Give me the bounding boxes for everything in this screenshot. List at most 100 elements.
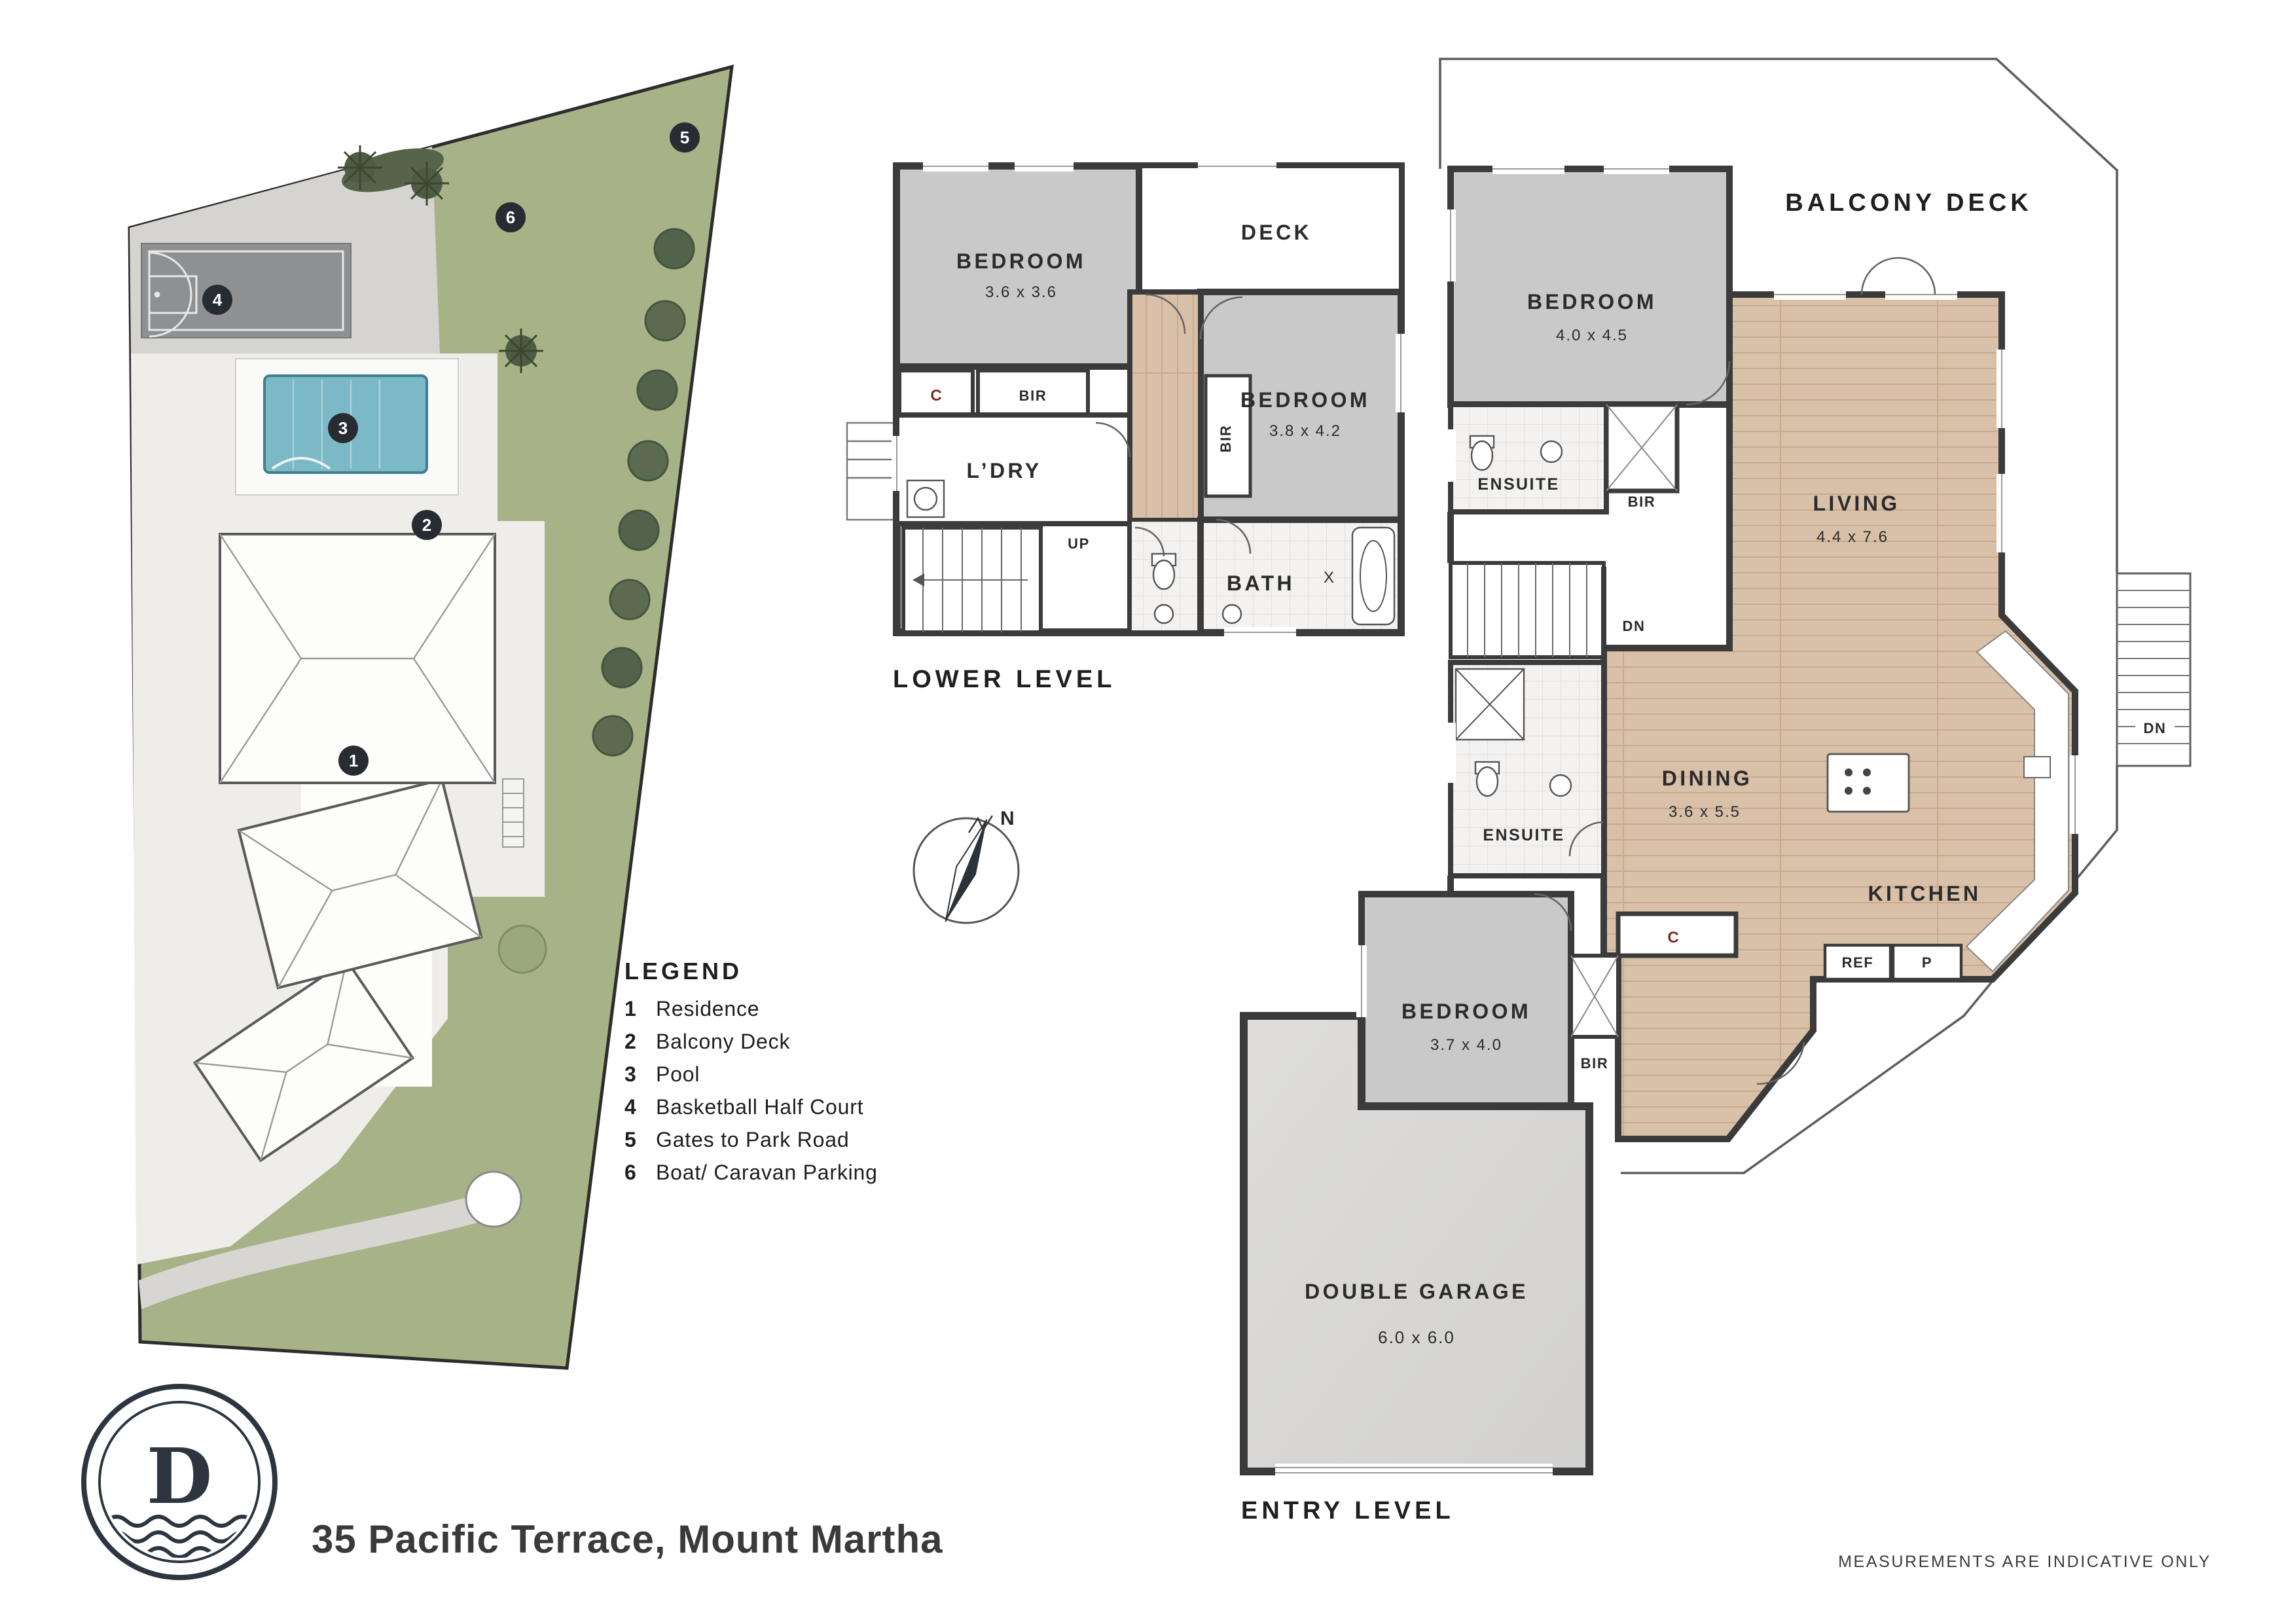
el-bir2-label: BIR (1581, 1055, 1609, 1072)
ll-windows (892, 161, 1406, 638)
el-bedroom4-dims: 3.7 x 4.0 (1430, 1036, 1502, 1054)
ll-bedroom1-dims: 3.6 x 3.6 (985, 283, 1057, 301)
boundary-trees (592, 228, 695, 757)
ll-stairs (901, 526, 1043, 634)
site-markers: 1 2 3 4 5 6 (202, 122, 700, 776)
ll-bedroom2-dims: 3.8 x 4.2 (1269, 422, 1341, 440)
ll-closet-c-label: C (930, 387, 941, 405)
ll-deck-label: DECK (1241, 221, 1312, 244)
balcony-deck-label: BALCONY DECK (1785, 189, 2032, 217)
ll-door-arcs (1095, 293, 1252, 557)
marker-5: 5 (670, 122, 700, 153)
pantry-box (1891, 943, 1963, 981)
balcony-deck-outline (1439, 58, 2118, 1174)
svg-text:3: 3 (338, 418, 348, 438)
ll-closet-c (897, 369, 975, 417)
svg-text:1: 1 (349, 751, 358, 770)
el-internal-stairs (1449, 561, 1606, 659)
el-dining-dims: 3.6 x 5.5 (1669, 803, 1741, 821)
ensuite-fixtures (1455, 435, 1572, 797)
el-ensuite2-label: ENSUITE (1483, 826, 1564, 844)
marker-6: 6 (496, 202, 526, 232)
el-ensuite1-label: ENSUITE (1477, 475, 1559, 494)
ll-closet-bir (976, 369, 1090, 417)
house-block-b (237, 778, 483, 990)
agency-logo: D (81, 1384, 278, 1580)
svg-text:4: 4 (213, 290, 223, 310)
el-bedroom4-label: BEDROOM (1401, 1000, 1531, 1023)
kitchen-fittings (1823, 630, 2069, 981)
house-block-a (219, 533, 496, 784)
site-plan: 1 2 3 4 5 6 (128, 64, 734, 1370)
pantry-label: P (1922, 954, 1932, 971)
house-steps (502, 778, 524, 848)
dn-outer-label: DN (2144, 720, 2167, 736)
ll-bedroom1-label: BEDROOM (956, 249, 1086, 273)
ref-box (1823, 943, 1892, 981)
disclaimer-text: MEASUREMENTS ARE INDICATIVE ONLY (1838, 1553, 2211, 1571)
el-living-label: LIVING (1813, 492, 1900, 515)
svg-text:5: 5 (680, 128, 689, 147)
el-bir1-label: BIR (1628, 494, 1656, 510)
el-kitchen-label: KITCHEN (1868, 882, 1981, 905)
marker-2: 2 (412, 510, 442, 540)
ll-robe-label: BIR (1218, 425, 1234, 453)
marker-1: 1 (338, 746, 369, 776)
marker-4: 4 (202, 285, 232, 315)
ll-bedroom1 (894, 163, 1142, 370)
ll-fixtures (906, 479, 1396, 626)
basketball-court (141, 243, 352, 338)
exterior-stairs: DN (2116, 572, 2192, 767)
legend-heading: LEGEND (624, 958, 743, 984)
entry-level-title: ENTRY LEVEL (1241, 1497, 1455, 1525)
el-closet-c-label: C (1667, 929, 1678, 947)
svg-text:6: 6 (506, 208, 515, 227)
lower-level-title: LOWER LEVEL (893, 666, 1115, 693)
ll-bedroom2-label: BEDROOM (1240, 388, 1370, 412)
el-door-arcs (1534, 257, 1936, 1085)
garden-path (139, 1189, 505, 1309)
el-bedroom3-label: BEDROOM (1527, 290, 1657, 314)
compass: N (913, 808, 1020, 924)
el-bedroom4 (1358, 891, 1574, 1110)
ll-porch (846, 422, 898, 521)
el-dining-label: DINING (1662, 767, 1752, 790)
el-bedroom3-dims: 4.0 x 4.5 (1556, 327, 1628, 344)
entry-level-plan: DN (1240, 58, 2192, 1525)
el-bir-box1 (1604, 402, 1680, 494)
ll-up-label: UP (1068, 535, 1090, 552)
round-tree (497, 924, 547, 974)
ll-closet-bir-label: BIR (1019, 388, 1047, 404)
residence-building (192, 533, 524, 1163)
el-living-dims: 4.4 x 7.6 (1816, 528, 1888, 546)
ll-laundry-label: L’DRY (966, 459, 1041, 482)
north-squiggle (967, 815, 994, 833)
el-bir-box2 (1569, 954, 1620, 1039)
palm-trees (338, 145, 543, 373)
marker-3: 3 (328, 413, 358, 443)
logo-letter: D (147, 1432, 213, 1521)
ll-bath-label: BATH (1227, 571, 1295, 595)
north-label: N (1000, 808, 1015, 829)
el-garage-label: DOUBLE GARAGE (1305, 1280, 1528, 1303)
ll-shower-x: X (1324, 569, 1334, 586)
el-garage-dims: 6.0 x 6.0 (1378, 1327, 1455, 1347)
el-windows (1275, 164, 2080, 1477)
compass-ring (913, 817, 1020, 924)
el-bedroom3 (1447, 166, 1733, 408)
trampoline (465, 1170, 522, 1228)
page-title: 35 Pacific Terrace, Mount Martha (312, 1519, 943, 1562)
lower-level-plan: BEDROOM 3.6 x 3.6 DECK BEDROOM 3.8 x 4.2… (846, 161, 1406, 693)
house-block-c (192, 958, 415, 1163)
ref-label: REF (1842, 954, 1874, 971)
ll-robe (1204, 374, 1252, 498)
compass-needle (945, 819, 988, 922)
el-closet-c (1616, 911, 1739, 958)
